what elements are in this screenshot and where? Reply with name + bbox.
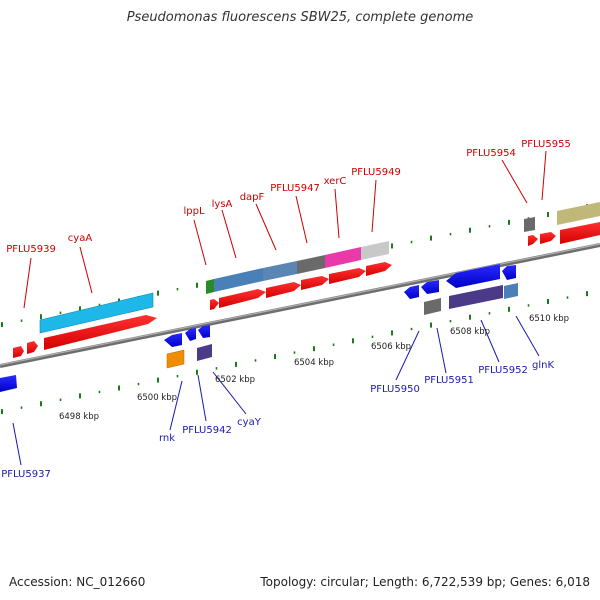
gene-label-PFLU5952: PFLU5952 (478, 365, 528, 376)
leader-lppL (193, 219, 207, 266)
leader-glnK (515, 315, 540, 357)
cds-lysA (219, 289, 266, 308)
cds-xerC (329, 268, 366, 284)
cds-PFLU5949 (366, 262, 392, 276)
leader-PFLU5955 (541, 150, 547, 201)
gene-label-rnk: rnk (159, 433, 175, 444)
leader-lysA (221, 209, 237, 259)
lppL-annotation-block (206, 279, 214, 294)
reverse-gene-labels: PFLU5937 rnk PFLU5942 cyaY PFLU5950 PFLU… (1, 360, 554, 480)
forward-cds-track (13, 222, 600, 358)
reverse-cds-track (0, 264, 516, 392)
tick-track-lower (1, 291, 588, 415)
gene-label-PFLU5950: PFLU5950 (370, 384, 420, 395)
scale-label-6508: 6508 kbp (450, 327, 490, 337)
dapF-annotation-block (263, 261, 297, 281)
scale-label-6502: 6502 kbp (215, 375, 255, 385)
cds-PFLU5939 (13, 346, 24, 358)
leader-PFLU5947 (295, 195, 308, 244)
cds-PFLU5952 (446, 264, 500, 288)
upper-feature-track (39, 202, 600, 334)
PFLU5951-annotation-block (424, 298, 441, 315)
accession-label: Accession: NC_012660 (9, 575, 146, 589)
leader-PFLU5954 (501, 159, 528, 204)
leader-PFLU5937 (12, 422, 22, 466)
xerC-annotation-block (325, 247, 361, 268)
rnk-annotation-block (166, 349, 185, 369)
cds-cyaY (198, 325, 210, 338)
cds-PFLU5954 (528, 235, 538, 246)
cds-cyaA (44, 315, 157, 350)
forward-gene-labels: PFLU5939 cyaA lppL lysA dapF PFLU5947 xe… (6, 139, 571, 255)
cds-dapF (266, 282, 301, 298)
gene-label-lysA: lysA (212, 199, 233, 210)
scale-label-6500: 6500 kbp (137, 393, 177, 403)
leader-cyaA (79, 246, 93, 294)
gene-label-lppL: lppL (183, 206, 204, 217)
gene-label-PFLU5955: PFLU5955 (521, 139, 571, 150)
PFLU5949-annotation-block (361, 241, 389, 260)
cds-PFLU5937 (0, 375, 17, 392)
PFLU5954-annotation-block (524, 217, 535, 232)
PFLU5955-annotation-block (557, 202, 600, 225)
lower-feature-track (166, 283, 518, 369)
cds-lppL (210, 299, 219, 310)
label-leader-lines (12, 150, 547, 466)
gene-label-xerC: xerC (324, 176, 347, 187)
cds-PFLU5947 (301, 276, 329, 290)
leader-PFLU5949 (371, 179, 377, 233)
gene-label-glnK: glnK (532, 360, 554, 371)
cyaA-annotation-block (39, 292, 154, 334)
cyaY-annotation-block (197, 344, 212, 361)
scale-label-6506: 6506 kbp (371, 342, 411, 352)
gene-label-cyaY: cyaY (237, 417, 262, 428)
cds-PFLU5955 (560, 222, 600, 244)
scale-label-6504: 6504 kbp (294, 358, 334, 368)
cds-PFLU5954b (540, 232, 556, 244)
leader-PFLU5951 (436, 327, 447, 374)
gene-label-PFLU5947: PFLU5947 (270, 183, 320, 194)
leader-PFLU5950 (395, 330, 420, 381)
gene-label-dapF: dapF (240, 192, 265, 203)
PFLU5947-annotation-block (297, 255, 325, 274)
genome-summary: Topology: circular; Length: 6,722,539 bp… (260, 575, 590, 589)
position-scale-labels: 6498 kbp 6500 kbp 6502 kbp 6504 kbp 6506… (59, 314, 569, 422)
leader-PFLU5952 (480, 319, 500, 363)
glnK-annotation-block (504, 283, 518, 299)
gene-label-PFLU5951: PFLU5951 (424, 375, 474, 386)
gene-label-PFLU5939: PFLU5939 (6, 244, 56, 255)
cds-PFLU5939b (27, 341, 38, 354)
cds-rnk (164, 333, 182, 347)
leader-cyaY (212, 371, 247, 415)
gene-label-PFLU5949: PFLU5949 (351, 167, 401, 178)
leader-PFLU5942 (197, 374, 207, 422)
leader-xerC (334, 188, 340, 239)
cds-glnK (502, 265, 516, 280)
PFLU5952-annotation-block (449, 285, 503, 309)
map-title: Pseudomonas fluorescens SBW25, complete … (126, 10, 474, 25)
scale-label-6510: 6510 kbp (529, 314, 569, 324)
gene-label-PFLU5937: PFLU5937 (1, 469, 51, 480)
gene-label-PFLU5954: PFLU5954 (466, 148, 516, 159)
leader-dapF (255, 203, 277, 251)
gene-label-cyaA: cyaA (68, 233, 93, 244)
scale-label-6498: 6498 kbp (59, 412, 99, 422)
cds-PFLU5942 (185, 328, 196, 341)
gene-label-PFLU5942: PFLU5942 (182, 425, 232, 436)
leader-PFLU5939 (23, 257, 32, 309)
leader-rnk (169, 380, 183, 431)
cds-PFLU5950 (404, 285, 419, 299)
lysA-annotation-block (214, 268, 263, 292)
cds-PFLU5951 (421, 280, 439, 294)
